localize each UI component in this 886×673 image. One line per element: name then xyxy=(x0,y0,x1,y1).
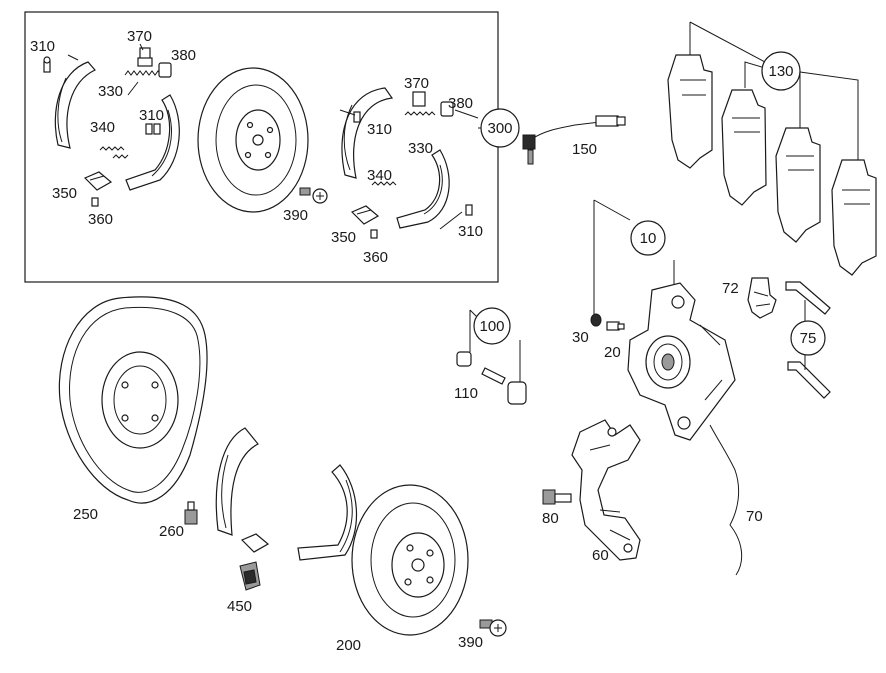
guide-pin-75-lower xyxy=(787,361,831,399)
label-370-a: 370 xyxy=(127,28,152,45)
screw-390-kit xyxy=(299,187,328,204)
label-72: 72 xyxy=(722,280,739,297)
callout-10: 10 xyxy=(630,220,666,256)
brake-caliper-10 xyxy=(627,282,736,441)
label-80: 80 xyxy=(542,510,559,527)
label-250: 250 xyxy=(73,506,98,523)
wear-sensor-line-70 xyxy=(709,424,743,576)
label-310-b: 310 xyxy=(139,107,164,124)
bolt-260 xyxy=(184,501,198,525)
cup-370-left xyxy=(137,47,153,67)
backing-plate-250 xyxy=(58,296,208,504)
spring-340-left xyxy=(112,154,129,159)
callout-130-text: 130 xyxy=(768,63,793,80)
label-60: 60 xyxy=(592,547,609,564)
brake-pad-3 xyxy=(775,127,821,243)
kit-leader-lines xyxy=(67,43,498,230)
caliper-leader-10 xyxy=(593,199,675,315)
label-450: 450 xyxy=(227,598,252,615)
anti-rattle-clip-72 xyxy=(747,277,777,319)
brake-pad-1 xyxy=(667,54,713,169)
callout-300-text: 300 xyxy=(487,120,512,137)
callout-100-text: 100 xyxy=(479,318,504,335)
label-30: 30 xyxy=(572,329,589,346)
caliper-carrier-60 xyxy=(571,419,641,561)
callout-130: 130 xyxy=(761,51,801,91)
brake-shoe-right-kit xyxy=(341,87,450,229)
cup-370-right xyxy=(412,91,426,107)
wear-sensor-150 xyxy=(522,115,626,165)
callout-75: 75 xyxy=(790,320,826,356)
return-spring-upper-left xyxy=(124,70,162,76)
label-390-b: 390 xyxy=(458,634,483,651)
return-spring-upper-right xyxy=(404,111,436,116)
label-380-b: 380 xyxy=(448,95,473,112)
label-310-c: 310 xyxy=(367,121,392,138)
label-340-a: 340 xyxy=(90,119,115,136)
hold-down-pin-310-left xyxy=(43,56,51,73)
label-70: 70 xyxy=(746,508,763,525)
label-20: 20 xyxy=(604,344,621,361)
pin-310-right-upper xyxy=(353,111,361,123)
label-360-b: 360 xyxy=(363,249,388,266)
pin-310-right-lower xyxy=(465,204,473,216)
label-150: 150 xyxy=(572,141,597,158)
bleed-screw-20 xyxy=(606,321,625,331)
label-350-a: 350 xyxy=(52,185,77,202)
caliper-cap-30 xyxy=(590,313,602,327)
label-340-b: 340 xyxy=(367,167,392,184)
brake-pad-4 xyxy=(831,159,877,276)
guide-pin-75-upper xyxy=(785,281,831,315)
spring-340-right xyxy=(371,181,397,186)
label-310-d: 310 xyxy=(458,223,483,240)
adjuster-parking xyxy=(240,533,270,553)
adjuster-right-kit xyxy=(350,205,380,225)
parking-shoe-left xyxy=(215,427,259,536)
label-260: 260 xyxy=(159,523,184,540)
spring-cup-380-left xyxy=(158,62,172,78)
label-370-b: 370 xyxy=(404,75,429,92)
brake-disc-200 xyxy=(351,484,469,636)
label-350-b: 350 xyxy=(331,229,356,246)
bolt-80 xyxy=(542,489,572,505)
parking-shoe-right xyxy=(297,464,358,561)
label-330-b: 330 xyxy=(408,140,433,157)
spring-cup-380-right xyxy=(440,101,454,117)
brake-drum-disc-kit xyxy=(197,67,309,213)
brake-shoe-left-kit xyxy=(54,61,180,191)
brake-pad-2 xyxy=(721,89,767,206)
callout-300: 300 xyxy=(480,108,520,148)
pin-left-kit xyxy=(91,197,99,207)
guide-kit-100 xyxy=(456,309,527,405)
adjuster-left-kit xyxy=(83,171,113,191)
label-110: 110 xyxy=(454,385,478,402)
pin-right-kit xyxy=(370,229,378,239)
label-390-a: 390 xyxy=(283,207,308,224)
pin-310-mid-left xyxy=(145,123,161,135)
screw-390 xyxy=(479,619,507,637)
bracket-450 xyxy=(239,561,261,591)
label-360-a: 360 xyxy=(88,211,113,228)
label-330-a: 330 xyxy=(98,83,123,100)
brake-pad-set-130 xyxy=(667,21,877,276)
return-spring-lower-left xyxy=(99,146,125,151)
label-200: 200 xyxy=(336,637,361,654)
callout-75-text: 75 xyxy=(800,330,817,347)
callout-10-text: 10 xyxy=(640,230,657,247)
callout-100: 100 xyxy=(473,307,511,345)
label-380-a: 380 xyxy=(171,47,196,64)
label-310-a: 310 xyxy=(30,38,55,55)
